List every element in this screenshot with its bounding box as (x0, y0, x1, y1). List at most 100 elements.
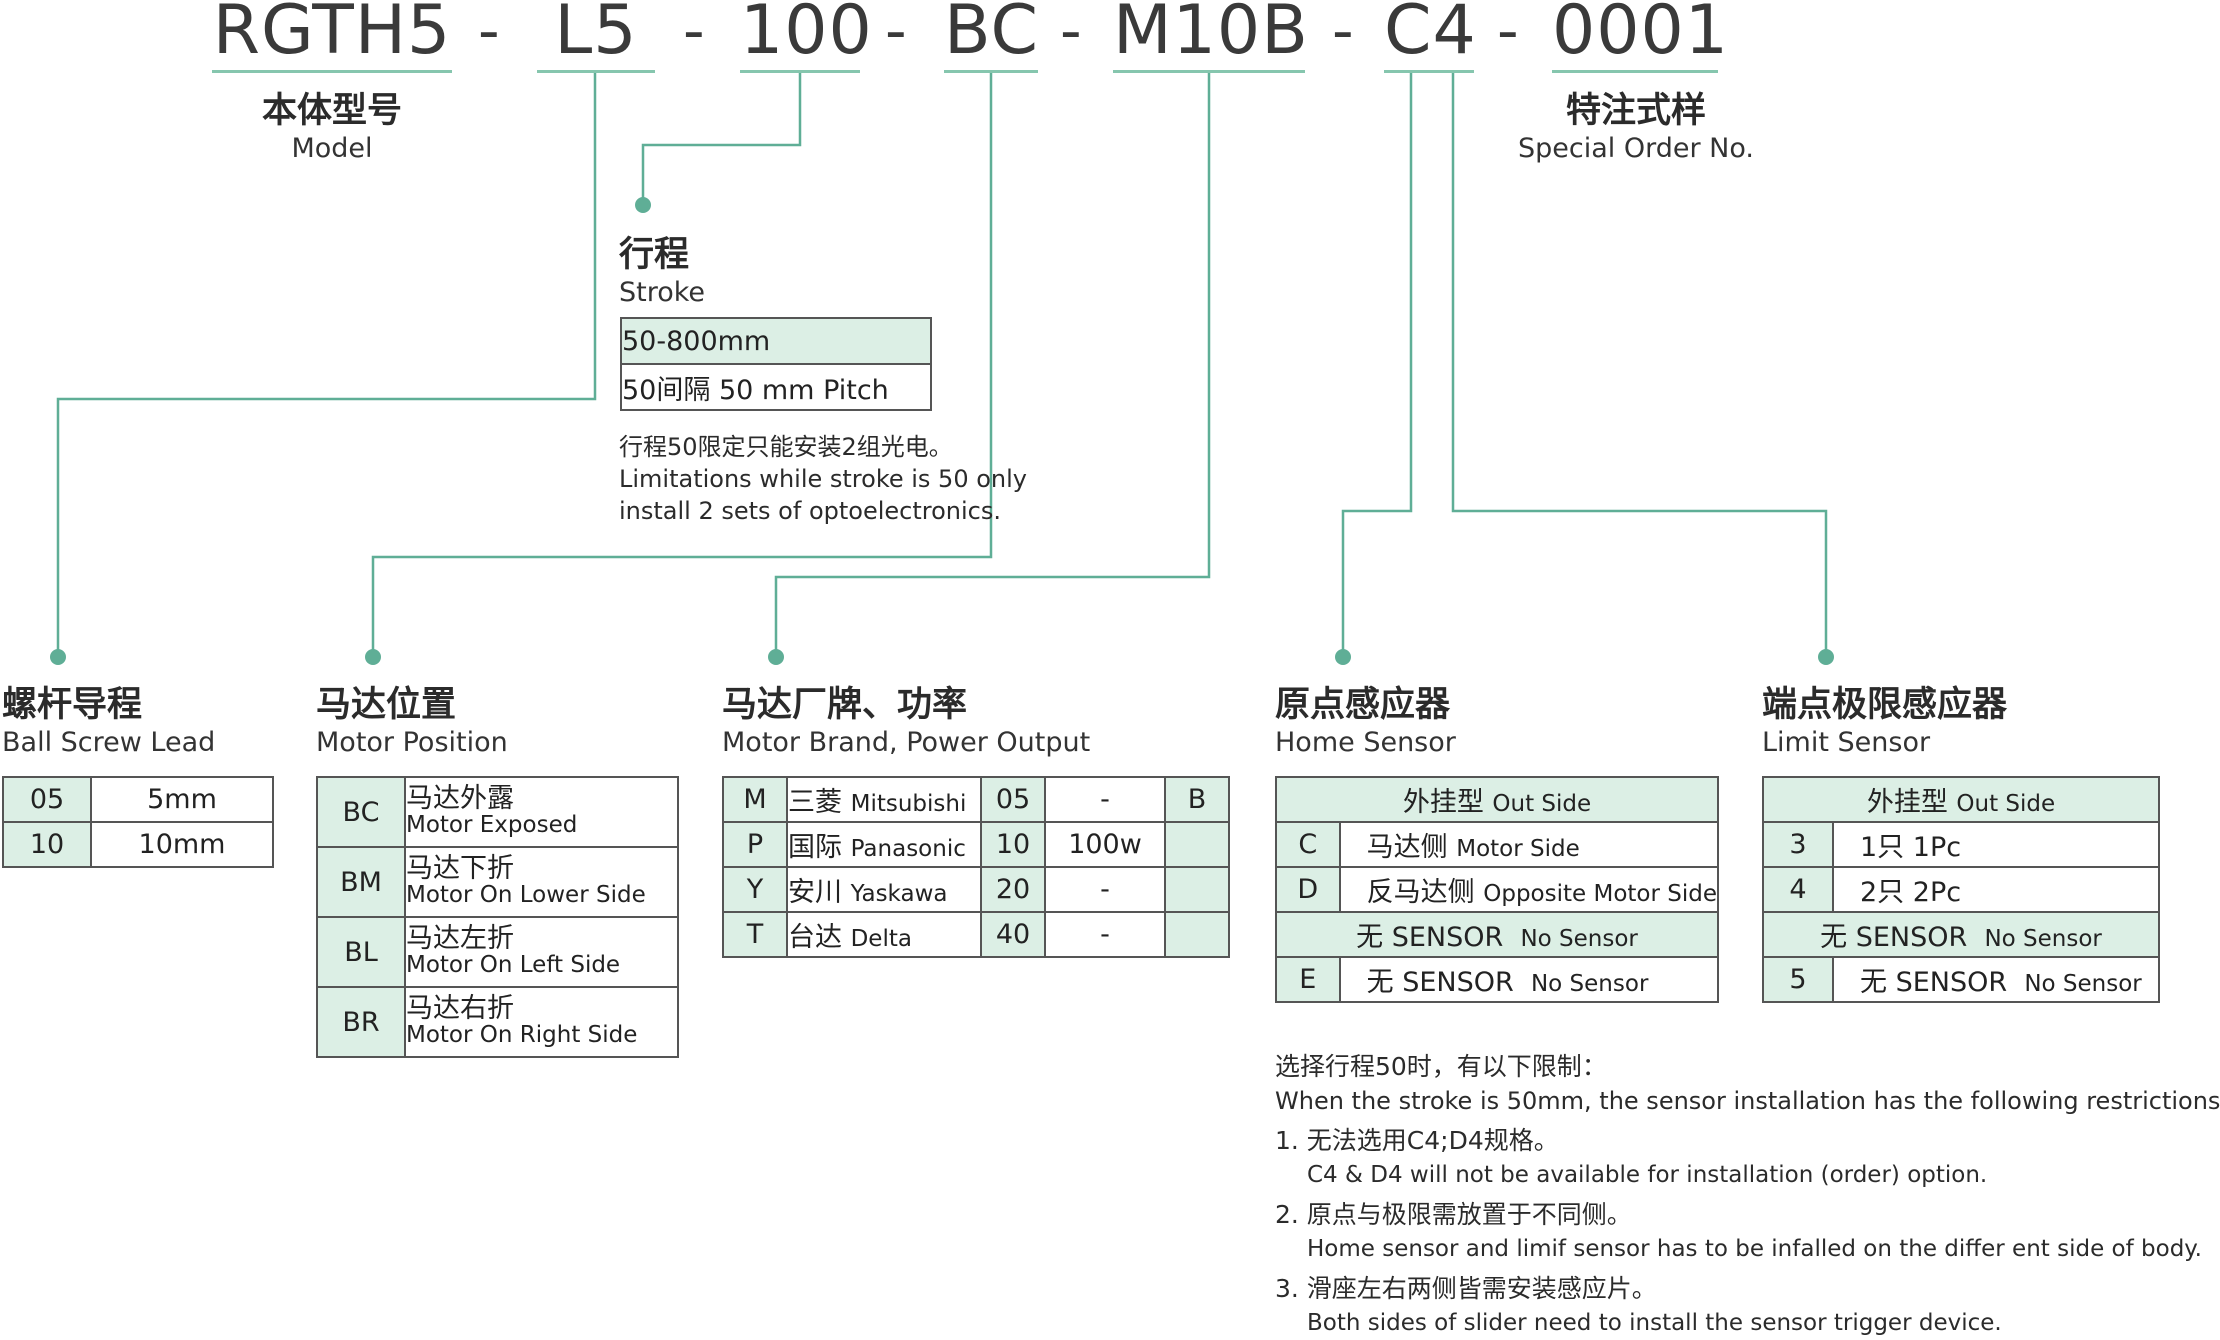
restriction-item-zh: 3. 滑座左右两侧皆需安装感应片。 (1275, 1274, 1657, 1303)
table-row: 无 SENSOR No Sensor (1762, 911, 2160, 958)
table-row: D 反马达侧 Opposite Motor Side (1275, 866, 1720, 913)
table-row: BC 马达外露 Motor Exposed (316, 776, 679, 848)
limit-code: 3 (1762, 821, 1834, 868)
brake-code (1164, 821, 1230, 868)
label-stroke: 行程 Stroke (619, 226, 705, 308)
label-motor-brand-en: Motor Brand, Power Output (722, 727, 1091, 758)
motor-pos-code: BR (316, 986, 406, 1058)
label-motor-pos-en: Motor Position (316, 727, 508, 758)
restrictions: 选择行程50时，有以下限制： When the stroke is 50mm, … (1275, 1050, 2220, 1340)
lead-value: 10mm (90, 821, 274, 868)
motor-brand-table: M 三菱 Mitsubishi 05 - B P 国际 Panasonic 10… (722, 776, 1230, 958)
home-desc: 马达侧 Motor Side (1338, 821, 1720, 868)
restriction-item-zh: 1. 无法选用C4;D4规格。 (1275, 1126, 1559, 1155)
stroke-range: 50-800mm (620, 317, 932, 365)
label-motor-brand-zh: 马达厂牌、功率 (722, 685, 968, 725)
brand-en: Yaskawa (850, 881, 948, 907)
restriction-item-en: C4 & D4 will not be available for instal… (1307, 1162, 1988, 1188)
label-model: 本体型号 Model (212, 82, 452, 164)
code-underline-model (212, 70, 452, 73)
power-value: - (1044, 911, 1166, 958)
motor-pos-desc: 马达外露 Motor Exposed (404, 776, 679, 848)
label-model-en: Model (291, 133, 373, 164)
code-segment-sensor: C4 (1384, 0, 1477, 70)
motor-pos-zh: 马达左折 (406, 923, 514, 954)
home-desc: 反马达侧 Opposite Motor Side (1338, 866, 1720, 913)
motor-pos-code: BC (316, 776, 406, 848)
home-desc: 无 SENSOR No Sensor (1338, 956, 1720, 1003)
brand-code: T (722, 911, 788, 958)
limit-desc: 无 SENSOR No Sensor (1832, 956, 2160, 1003)
table-row: 3 1只 1Pc (1762, 821, 2160, 868)
home-desc-en: Motor Side (1456, 836, 1580, 862)
limit-sensor-table: 外挂型 Out Side 3 1只 1Pc 4 2只 2Pc 无 SENSOR … (1762, 776, 2160, 1003)
code-segment-special: 0001 (1552, 0, 1730, 70)
motor-pos-zh: 马达右折 (406, 993, 514, 1024)
label-limit: 端点极限感应器 Limit Sensor (1762, 676, 2007, 758)
connector-limit (1451, 73, 1828, 652)
home-none-header-zh: 无 SENSOR (1356, 922, 1504, 953)
limit-header-zh: 外挂型 (1866, 787, 1948, 818)
code-segment-motor-pos: BC (944, 0, 1039, 70)
label-limit-en: Limit Sensor (1762, 727, 1931, 758)
code-separator: - (683, 0, 705, 66)
table-row: 4 2只 2Pc (1762, 866, 2160, 913)
motor-pos-desc: 马达右折 Motor On Right Side (404, 986, 679, 1058)
connector-motor-pos (371, 73, 993, 652)
code-separator: - (1332, 0, 1354, 66)
label-special-zh: 特注式样 (1565, 91, 1706, 131)
power-value: - (1044, 866, 1166, 913)
brand-zh: 安川 (788, 877, 842, 908)
table-row: BL 马达左折 Motor On Left Side (316, 916, 679, 988)
motor-pos-en: Motor On Left Side (406, 952, 621, 978)
home-code: E (1275, 956, 1341, 1003)
limit-desc-en: 2Pc (1912, 877, 1962, 908)
label-lead-zh: 螺杆导程 (2, 685, 143, 725)
home-desc-en: Opposite Motor Side (1483, 881, 1717, 907)
label-lead: 螺杆导程 Ball Screw Lead (2, 676, 215, 758)
code-separator: - (1060, 0, 1082, 66)
table-row: BR 马达右折 Motor On Right Side (316, 986, 679, 1058)
brand-zh: 国际 (788, 832, 842, 863)
code-underline-lead (537, 70, 655, 73)
brand-name: 台达 Delta (786, 911, 982, 958)
brand-name: 国际 Panasonic (786, 821, 982, 868)
limit-desc: 1只 1Pc (1832, 821, 2160, 868)
code-underline-special (1552, 70, 1718, 73)
label-stroke-en: Stroke (619, 277, 706, 308)
brand-name: 三菱 Mitsubishi (786, 776, 982, 823)
table-row: P 国际 Panasonic 10 100w (722, 821, 1230, 868)
restriction-item-zh: 2. 原点与极限需放置于不同侧。 (1275, 1200, 1632, 1229)
label-home-zh: 原点感应器 (1275, 685, 1451, 725)
home-none-header: 无 SENSOR No Sensor (1275, 911, 1719, 958)
power-value: - (1044, 776, 1166, 823)
stroke-note: 行程50限定只能安装2组光电。 Limitations while stroke… (619, 431, 1027, 527)
motor-pos-zh: 马达下折 (406, 853, 514, 884)
label-home: 原点感应器 Home Sensor (1275, 676, 1456, 758)
brand-code: Y (722, 866, 788, 913)
brand-code: M (722, 776, 788, 823)
motor-pos-code: BL (316, 916, 406, 988)
code-underline-sensor (1384, 70, 1474, 73)
brand-zh: 三菱 (788, 787, 842, 818)
power-code: 40 (980, 911, 1046, 958)
home-none-header-en: No Sensor (1520, 926, 1638, 952)
limit-header-en: Out Side (1956, 791, 2056, 817)
limit-desc-zh: 1只 (1860, 832, 1905, 863)
table-row: BM 马达下折 Motor On Lower Side (316, 846, 679, 918)
label-limit-zh: 端点极限感应器 (1762, 685, 2008, 725)
brand-en: Panasonic (850, 836, 966, 862)
label-home-en: Home Sensor (1275, 727, 1456, 758)
dot-stroke (635, 197, 651, 213)
label-motor-pos-zh: 马达位置 (316, 685, 457, 725)
stroke-note-en-2: install 2 sets of optoelectronics. (619, 497, 1001, 525)
table-row: 外挂型 Out Side (1762, 776, 2160, 823)
table-row: E 无 SENSOR No Sensor (1275, 956, 1720, 1003)
connector-motor-brand (774, 73, 1211, 652)
brand-zh: 台达 (788, 922, 842, 953)
brand-name: 安川 Yaskawa (786, 866, 982, 913)
home-code: C (1275, 821, 1341, 868)
restrictions-intro-en: When the stroke is 50mm, the sensor inst… (1275, 1087, 2220, 1115)
limit-none-header-zh: 无 SENSOR (1820, 922, 1968, 953)
